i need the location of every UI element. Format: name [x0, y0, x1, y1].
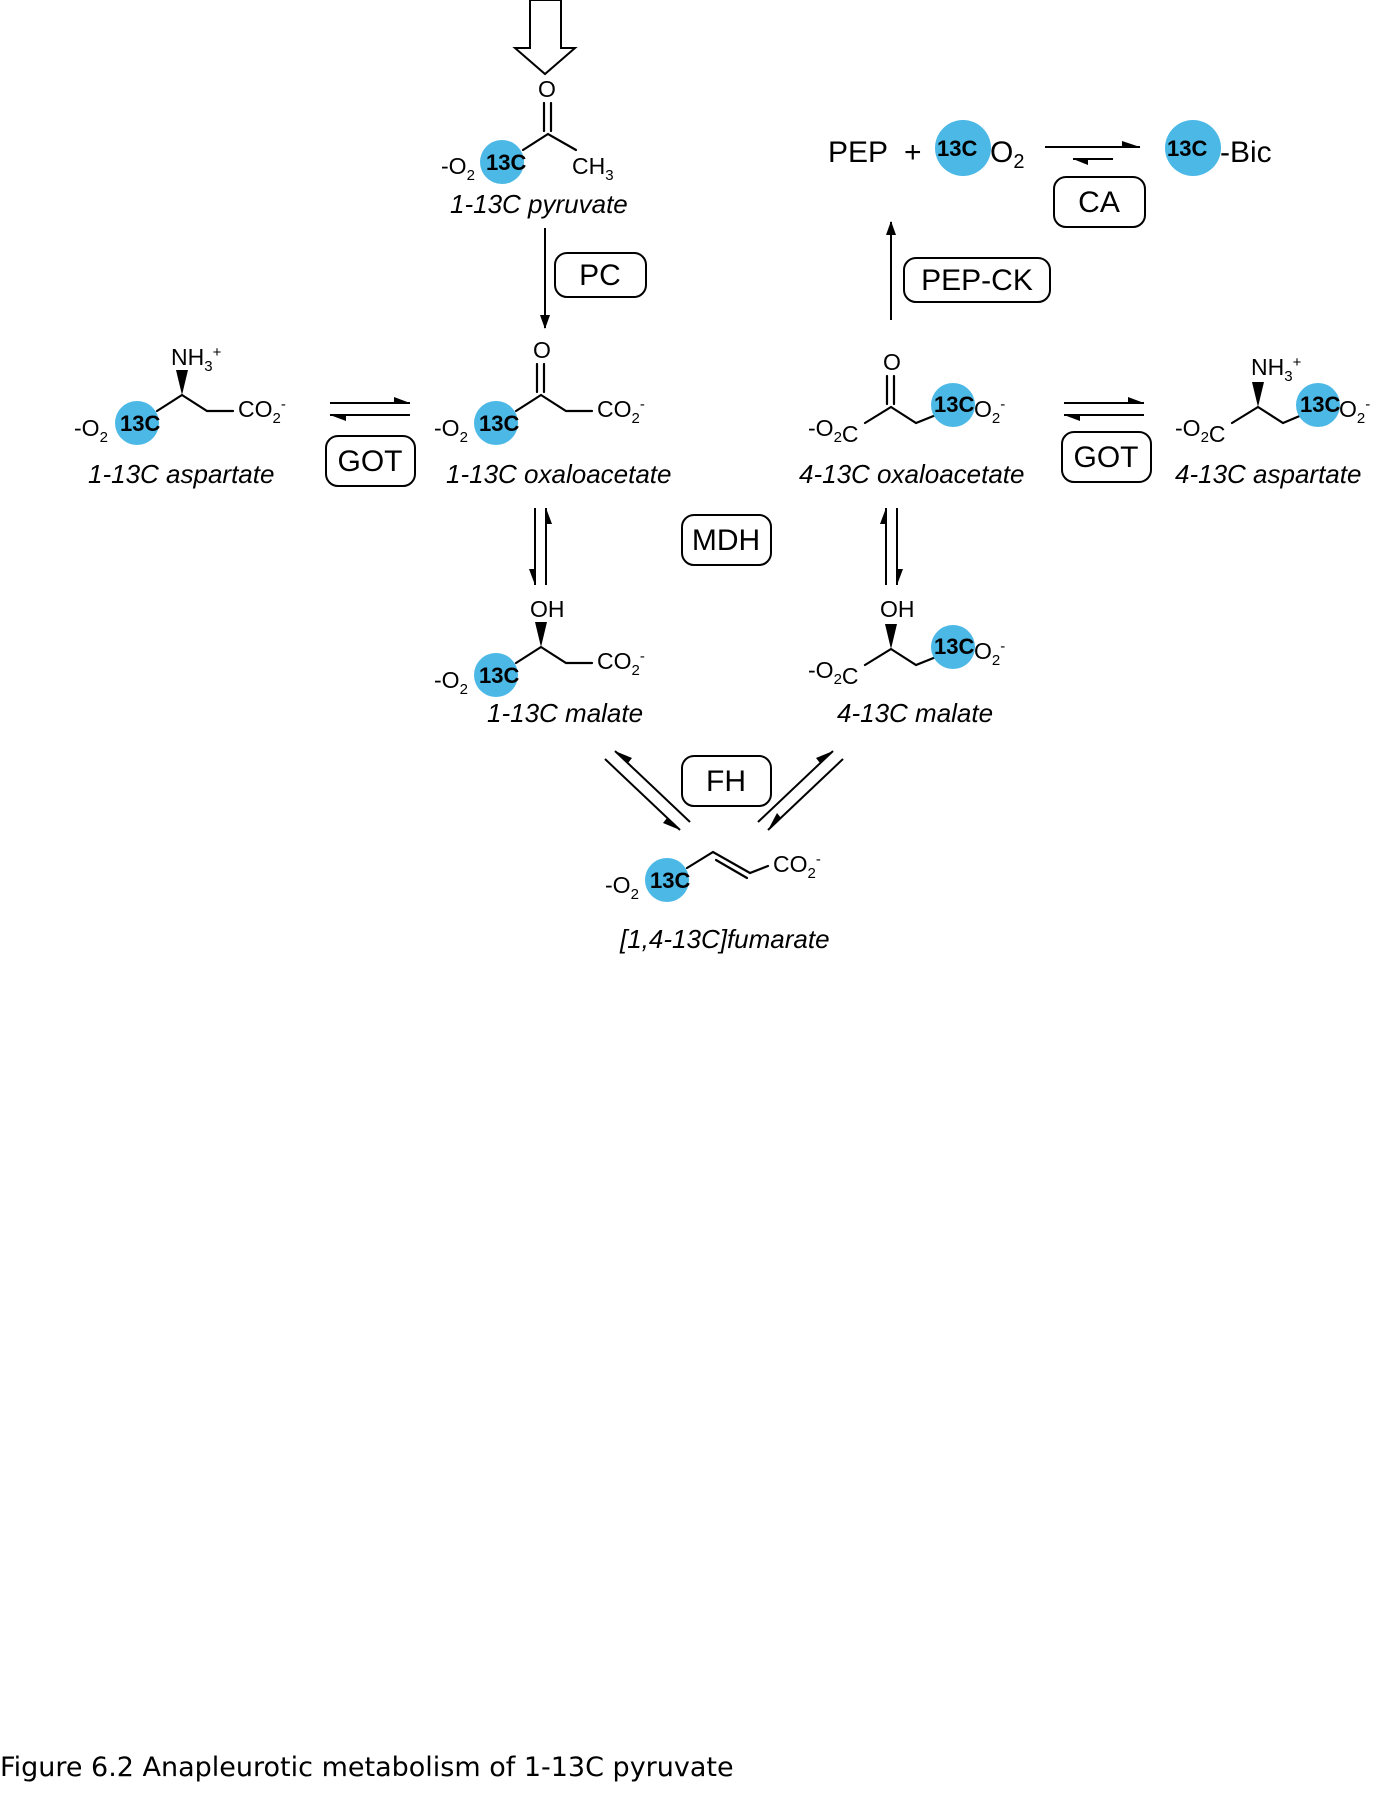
- label-dot: [480, 140, 524, 184]
- svg-text:-Bic: -Bic: [1220, 136, 1272, 169]
- svg-text:-O2C: -O2C: [1175, 415, 1226, 447]
- plus-sign: +: [904, 136, 922, 169]
- svg-text:-O2: -O2: [434, 667, 468, 698]
- svg-text:CO2-: CO2-: [597, 648, 645, 679]
- input-arrow: [512, 0, 578, 76]
- label-aspartate-4: 4-13C aspartate: [1175, 459, 1361, 489]
- svg-text:O2: O2: [990, 136, 1024, 173]
- label-fumarate: [1,4-13C]fumarate: [619, 924, 830, 954]
- svg-text:CH3: CH3: [572, 153, 614, 184]
- enzyme-box-got-right: [1061, 431, 1152, 483]
- label-oxaloacetate-1: 1-13C oxaloacetate: [446, 459, 671, 489]
- pyruvate-structure: -O2 13C O CH3: [441, 76, 614, 184]
- enzyme-pepck: PEP-CK: [921, 264, 1033, 297]
- label-malate-1: 1-13C malate: [487, 698, 643, 728]
- label-dot: [645, 858, 689, 902]
- label-oxaloacetate-4: 4-13C oxaloacetate: [799, 459, 1024, 489]
- svg-text:O2-: O2-: [974, 638, 1005, 669]
- label-dot: [474, 653, 518, 697]
- svg-text:13C: 13C: [120, 411, 160, 436]
- oxaloacetate-1-structure: -O2 13C O CO2-: [434, 337, 645, 446]
- svg-text:OH: OH: [880, 596, 915, 622]
- svg-text:13C: 13C: [1300, 392, 1340, 417]
- label-dot: [935, 120, 991, 176]
- svg-text:-O2: -O2: [434, 415, 468, 446]
- label-dot: [931, 625, 975, 669]
- enzyme-ca: CA: [1078, 186, 1120, 219]
- svg-text:-O2C: -O2C: [808, 657, 859, 689]
- enzyme-got-right: GOT: [1074, 441, 1139, 474]
- svg-text:CO2-: CO2-: [773, 851, 821, 882]
- oxygen-text: O: [538, 76, 556, 102]
- svg-text:-O2: -O2: [605, 872, 639, 903]
- aspartate-1-structure: -O2 13C NH3+ CO2-: [74, 344, 286, 446]
- carbonic-anhydrase-reaction: PEP + 13C O2 13C -Bic: [828, 120, 1272, 176]
- label-dot: [115, 401, 159, 445]
- svg-text:13C: 13C: [937, 136, 977, 161]
- malate-4-structure: -O2C OH 13C O2-: [808, 596, 1005, 689]
- svg-text:O2-: O2-: [1339, 396, 1370, 427]
- label-malate-4: 4-13C malate: [837, 698, 993, 728]
- svg-text:OH: OH: [530, 596, 565, 622]
- enzyme-mdh: MDH: [692, 524, 760, 557]
- svg-text:13C: 13C: [1167, 136, 1207, 161]
- svg-text:13C: 13C: [479, 663, 519, 688]
- svg-text:O: O: [883, 349, 901, 375]
- aspartate-4-structure: -O2C NH3+ 13C O2-: [1175, 354, 1370, 447]
- svg-text:O2-: O2-: [974, 396, 1005, 427]
- svg-text:NH3+: NH3+: [1251, 354, 1302, 385]
- enzyme-box-got-left: [325, 435, 416, 487]
- svg-text:13C: 13C: [650, 868, 690, 893]
- label-dot: [1296, 383, 1340, 427]
- enzyme-box-pepck: [903, 257, 1051, 303]
- svg-text:CO2-: CO2-: [238, 396, 286, 427]
- label-aspartate-1: 1-13C aspartate: [88, 459, 274, 489]
- enzyme-box-fh: [681, 755, 772, 807]
- label-dot: [474, 401, 518, 445]
- oxaloacetate-4-structure: -O2C O 13C O2-: [808, 349, 1005, 447]
- malate-1-structure: -O2 13C OH CO2-: [434, 596, 645, 698]
- svg-text:-O2C: -O2C: [808, 415, 859, 447]
- enzyme-pc: PC: [579, 259, 621, 292]
- svg-text:13C: 13C: [486, 150, 526, 175]
- svg-text:-O2: -O2: [74, 415, 108, 446]
- svg-text:O: O: [533, 337, 551, 363]
- figure-caption: Figure 6.2 Anapleurotic metabolism of 1-…: [0, 1752, 734, 1783]
- label-dot: [1165, 120, 1221, 176]
- label-dot: [931, 383, 975, 427]
- enzyme-box-mdh: [681, 514, 772, 566]
- fumarate-structure: -O2 13C CO2-: [605, 850, 821, 903]
- svg-text:13C: 13C: [934, 634, 974, 659]
- label-pyruvate: 1-13C pyruvate: [450, 189, 628, 219]
- svg-text:13C: 13C: [479, 411, 519, 436]
- pep-text: PEP: [828, 136, 888, 169]
- svg-text:13C: 13C: [934, 392, 974, 417]
- enzyme-box-ca: [1053, 176, 1146, 228]
- enzyme-got-left: GOT: [338, 445, 403, 478]
- svg-text:CO2-: CO2-: [597, 396, 645, 427]
- svg-text:-O2: -O2: [441, 153, 475, 184]
- enzyme-box-pc: [554, 252, 647, 298]
- enzyme-fh: FH: [706, 765, 746, 798]
